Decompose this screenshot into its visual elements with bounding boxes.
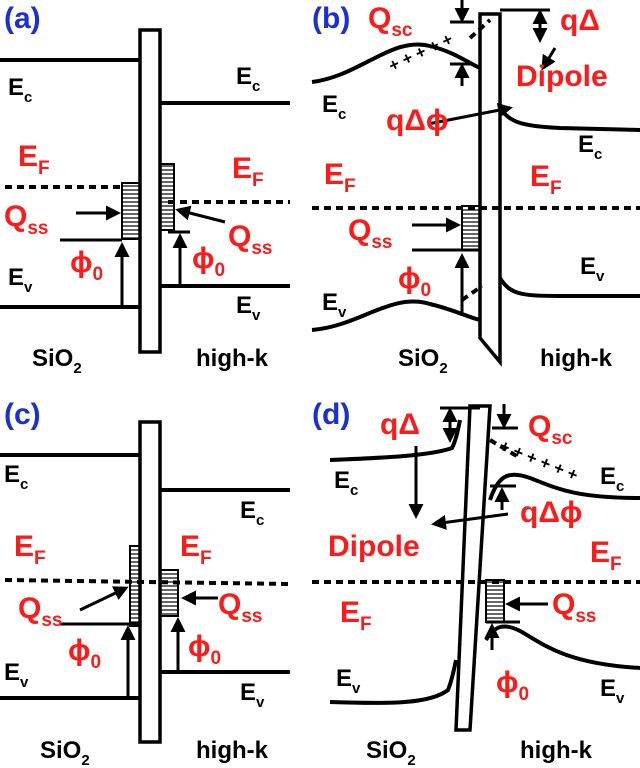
ec-right-curve [488, 472, 640, 501]
interface-states-left [129, 545, 141, 627]
phi0-left-label: ϕ0 [70, 246, 103, 285]
ev-left-label: Ev [8, 264, 33, 296]
ev-right-curve [484, 624, 640, 670]
panel-b-tag: (b) [312, 2, 350, 35]
ef-left-label: EF [324, 158, 356, 197]
ef-right-label: EF [232, 152, 264, 191]
ev-left-curve [311, 299, 481, 332]
panel-a-tag: (a) [4, 2, 41, 35]
ev-dipole-dash [460, 284, 484, 302]
qdelta-label: qΔ [560, 4, 600, 37]
panel-d-tag: (d) [312, 398, 350, 431]
oxide-layer [138, 28, 162, 354]
ev-right-label: Ev [240, 679, 265, 711]
sio2-label: SiO2 [366, 737, 416, 768]
ec-right-label: Ec [578, 131, 602, 163]
qss-label: Qss [348, 214, 392, 253]
ec-left-label: Ec [322, 91, 346, 123]
ec-right-curve [498, 106, 640, 132]
sio2-label: SiO2 [40, 737, 90, 768]
highk-label: high-k [196, 737, 269, 764]
ev-right-label: Ev [600, 675, 625, 707]
ec-dipole-dash [488, 438, 522, 460]
dipole-arrow [541, 47, 557, 71]
interface-states-left [121, 182, 141, 240]
sio2-label: SiO2 [32, 345, 82, 377]
interface-states-right [159, 569, 179, 617]
interface-states-right [159, 163, 175, 231]
phi0-label: ϕ0 [496, 666, 529, 705]
ev-left-label: Ev [322, 289, 347, 321]
qdphi-arrow [427, 102, 513, 126]
phi0-label: ϕ0 [398, 262, 431, 301]
ec-left-label: Ec [334, 467, 358, 499]
ec-right-label: Ec [236, 63, 260, 95]
qsc-label: Qsc [368, 2, 413, 41]
highk-label: high-k [540, 345, 613, 372]
ef-right-label: EF [180, 530, 212, 569]
panel-c: (c) Ec Ec EF EF Qss Qss ϕ0 ϕ0 Ev Ev SiO2… [0, 398, 291, 768]
interface-states [461, 205, 481, 251]
panel-c-tag: (c) [4, 398, 41, 431]
ev-left-label: Ev [336, 665, 361, 697]
ev-right-label: Ev [580, 253, 605, 285]
qsc-label: Qsc [528, 410, 573, 449]
ev-left-label: Ev [4, 659, 29, 691]
ef-left-label: EF [18, 140, 50, 179]
interface-states [485, 579, 505, 623]
qss-left-label: Qss [4, 200, 48, 239]
phi0-right-label: ϕ0 [188, 630, 221, 669]
qdphi-arrow [431, 512, 509, 530]
ef-left-label: EF [340, 596, 372, 635]
highk-label: high-k [196, 345, 269, 372]
ec-left-label: Ec [8, 74, 32, 106]
qss-right-label: Qss [218, 588, 262, 627]
ev-left-curve [329, 659, 458, 705]
dipole-label: Dipole [516, 60, 608, 93]
qss-right-arrow [175, 205, 226, 224]
panel-d: (d) qΔ Qsc + + + + + + Ec Ec [312, 398, 640, 768]
ec-left-curve [329, 419, 462, 462]
ec-left-label: Ec [4, 461, 28, 493]
phi0-right-label: ϕ0 [192, 242, 225, 281]
phi0-left-label: ϕ0 [68, 634, 101, 673]
qss-right-label: Qss [228, 220, 272, 259]
ef-right-label: EF [530, 160, 562, 199]
ec-left-curve [311, 42, 481, 84]
ec-right-label: Ec [600, 463, 624, 495]
ec-dipole-dash [468, 18, 492, 40]
ef-left-label: EF [14, 530, 46, 569]
qss-label: Qss [552, 588, 596, 627]
qss-left-arrow [79, 586, 129, 612]
ec-right-label: Ec [240, 497, 264, 529]
panel-b: (b) Qsc qΔ Dipole [311, 0, 640, 377]
sio2-label: SiO2 [398, 345, 448, 377]
dipole-label: Dipole [328, 530, 420, 563]
ev-right-curve [498, 276, 640, 298]
ef-right-label: EF [590, 536, 622, 575]
qdelta-label: qΔ [380, 408, 420, 441]
qdphi-label: qΔϕ [386, 104, 448, 137]
qss-left-label: Qss [18, 592, 62, 631]
highk-label: high-k [520, 737, 593, 764]
oxide-layer [478, 12, 502, 367]
qdphi-label: qΔϕ [520, 496, 582, 529]
ev-right-label: Ev [236, 292, 261, 324]
panel-a: (a) Ec Ec Ev Ev EF EF Qss Qss ϕ0 ϕ0 SiO2 [0, 2, 290, 377]
oxide-layer [454, 404, 492, 732]
